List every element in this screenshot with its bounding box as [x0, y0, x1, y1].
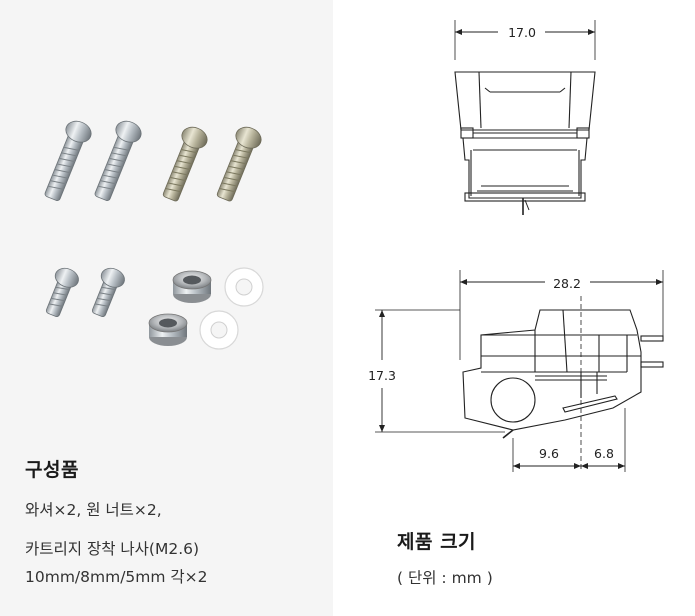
side-view-drawing: [375, 270, 664, 472]
dim-width-top: 17.0: [508, 25, 536, 40]
components-title: 구성품: [25, 459, 79, 481]
washer-2: [199, 310, 239, 350]
nut-1: [172, 270, 212, 303]
dim-offset-b: 6.8: [594, 446, 614, 461]
gold-screw-2: [216, 126, 262, 202]
panel-divider: [333, 0, 345, 616]
components-line-1: 와셔×2, 원 너트×2,: [25, 501, 162, 519]
long-screw-1: [44, 120, 92, 201]
dim-height-side: 17.3: [368, 368, 396, 383]
dimensions-unit: ( 단위 : mm ): [397, 569, 493, 587]
components-illustration: [44, 120, 264, 350]
dimensions-panel: 17.0: [345, 0, 695, 616]
dim-offset-a: 9.6: [539, 446, 559, 461]
gold-screw-1: [162, 126, 208, 202]
components-line-2: 카트리지 장착 나사(M2.6): [25, 540, 200, 558]
long-screw-2: [94, 120, 142, 201]
components-panel: 구성품 와셔×2, 원 너트×2, 카트리지 장착 나사(M2.6) 10mm/…: [0, 0, 333, 616]
dimensions-title: 제품 크기: [397, 531, 477, 553]
washer-1: [224, 267, 264, 307]
short-screw-2: [91, 267, 125, 317]
components-line-3: 10mm/8mm/5mm 각×2: [25, 568, 208, 586]
nut-2: [148, 313, 188, 346]
front-view-drawing: [454, 20, 596, 215]
dimension-drawings: 17.0: [368, 20, 664, 472]
dim-length-side: 28.2: [553, 276, 581, 291]
short-screw-1: [45, 267, 79, 317]
